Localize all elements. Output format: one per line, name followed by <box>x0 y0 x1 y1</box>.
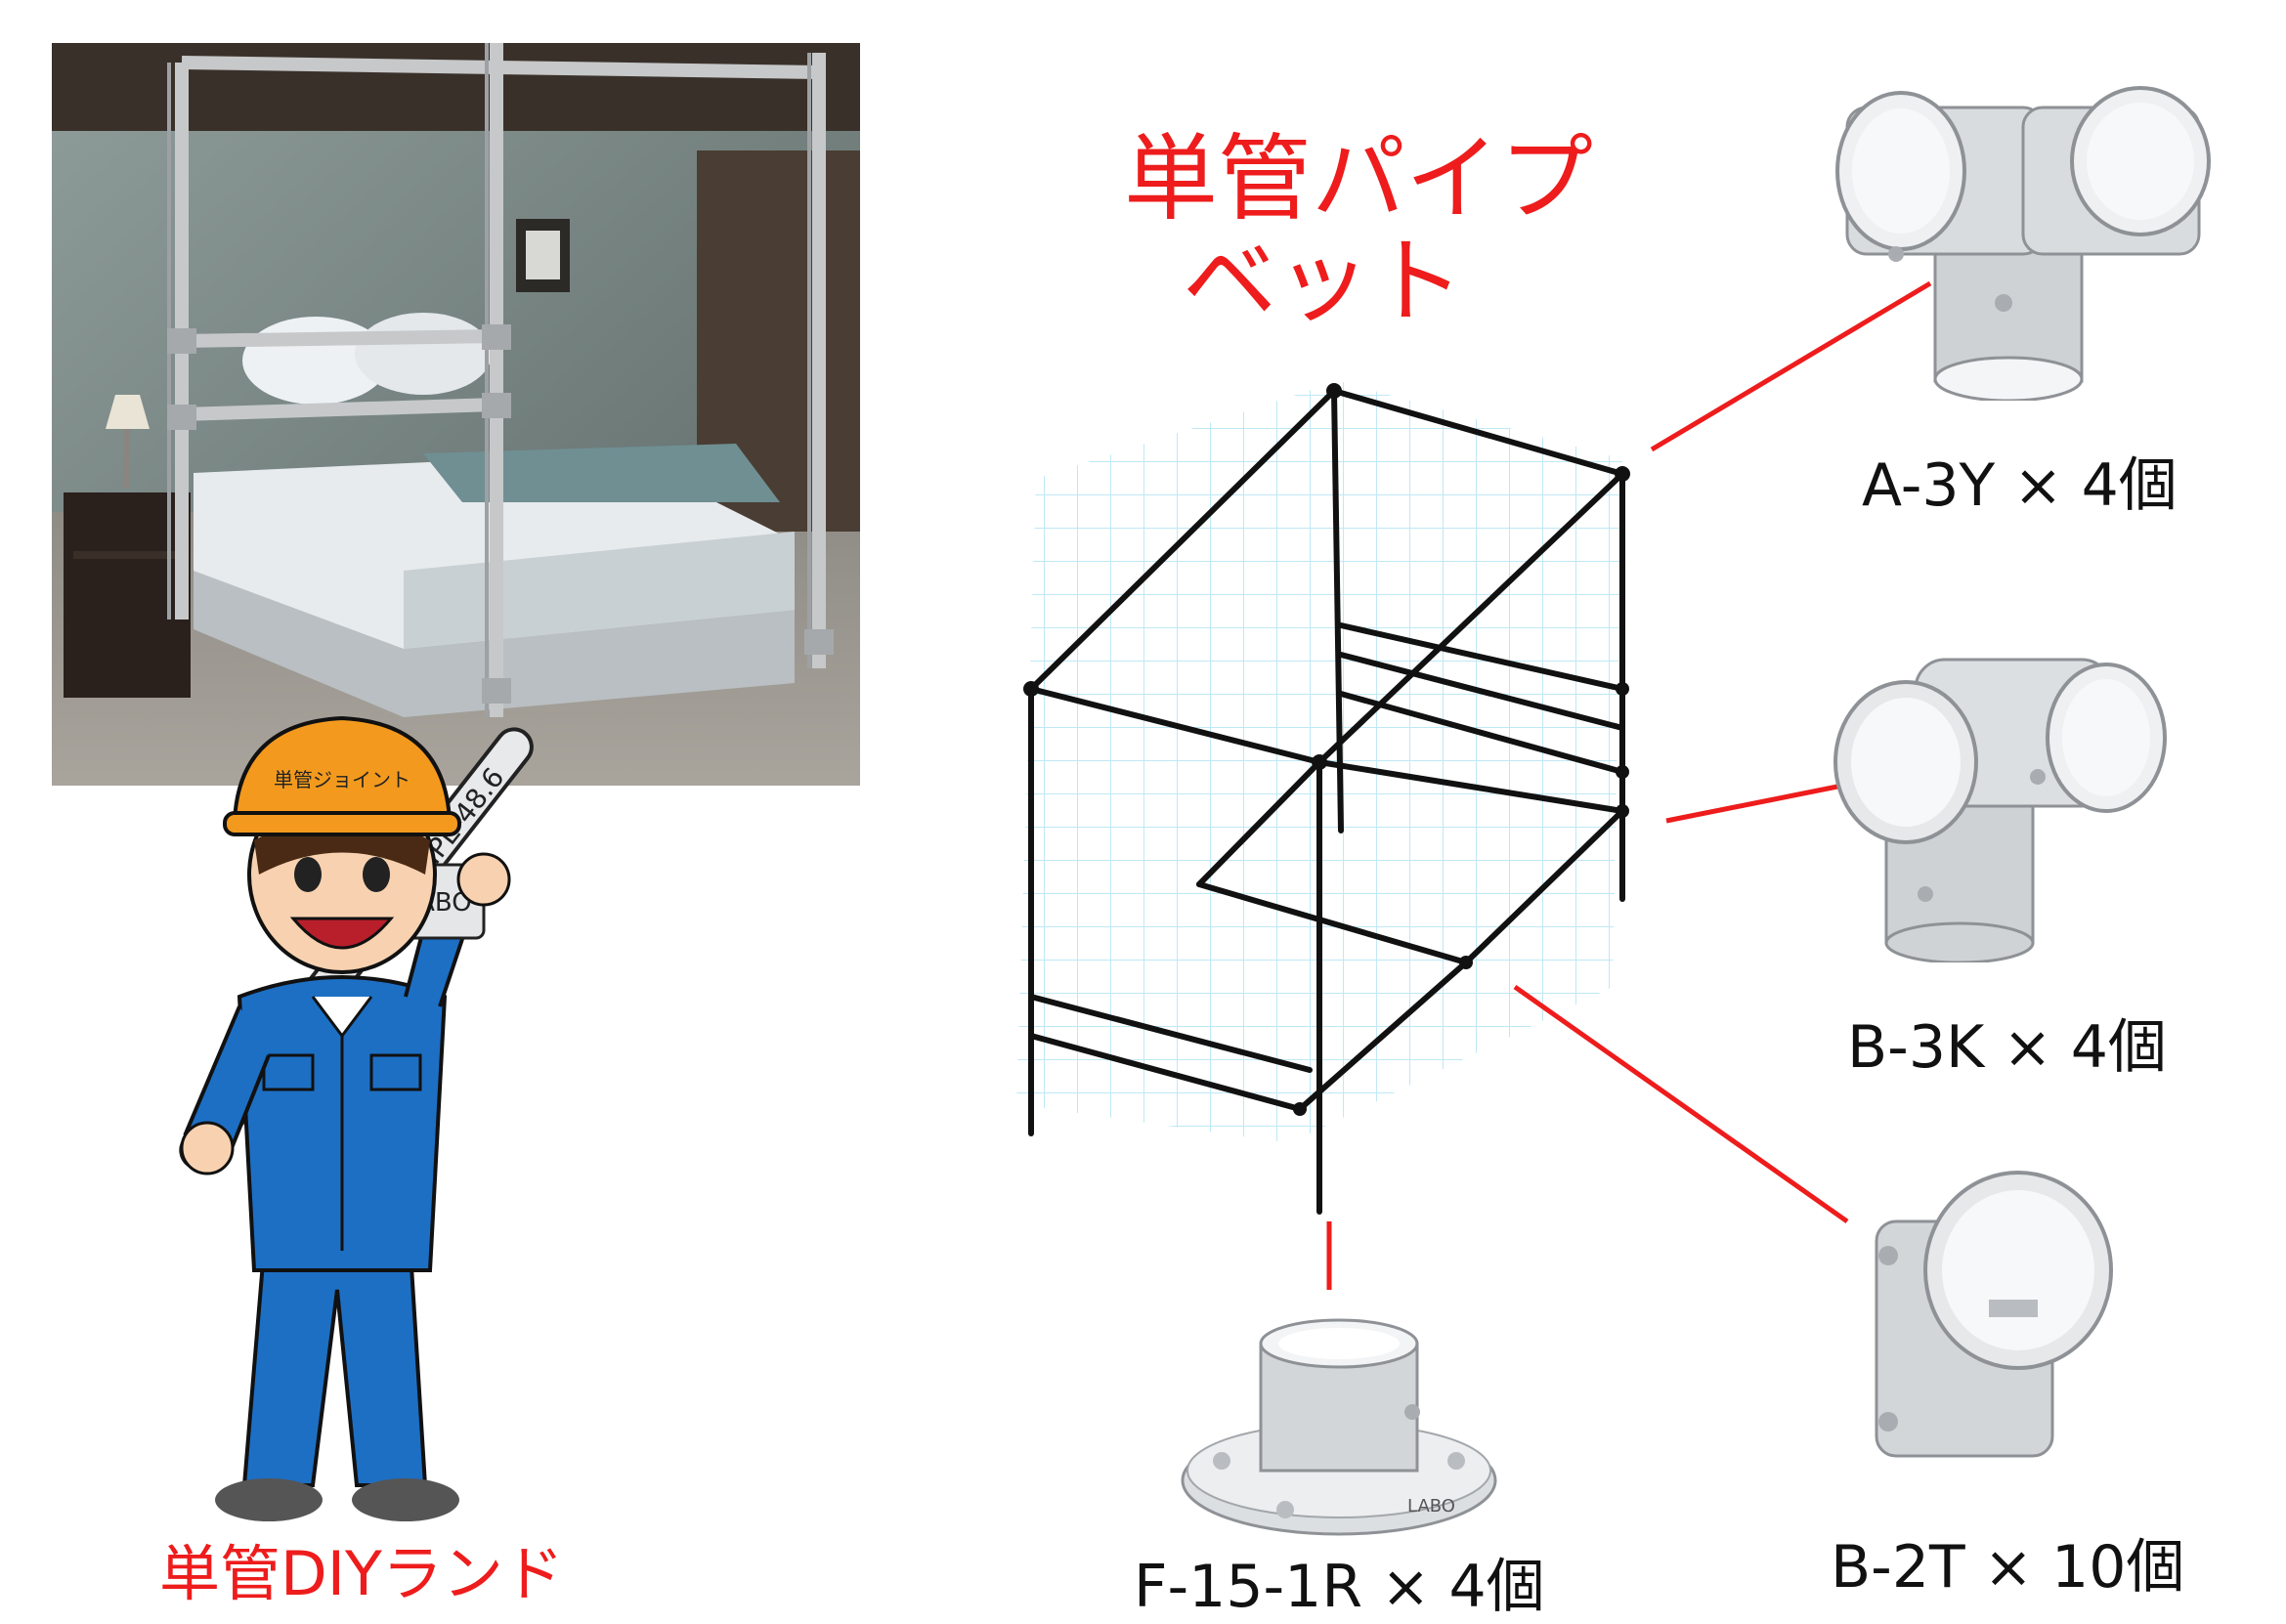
fitting-f151r-image: LABO <box>1181 1318 1497 1536</box>
bed-frame-sketch <box>1016 381 1630 1215</box>
brand-name: 単管DIYランド <box>159 1538 564 1609</box>
mascot-illustration: PIPE-48.6 LABO 単管ジョイント <box>179 715 534 1521</box>
part-label-f151r: F-15-1R × 4個 <box>1134 1553 1545 1621</box>
part-label-b2t: B-2T × 10個 <box>1831 1533 2185 1602</box>
leader-line-b2t <box>1513 984 1849 1224</box>
title-line-2: ベット <box>1183 227 1464 336</box>
title-line-1: 単管パイプ <box>1124 124 1593 234</box>
leader-line-b3k <box>1665 784 1838 824</box>
flange-text: LABO <box>1407 1496 1455 1517</box>
fitting-a3y-image <box>1835 86 2211 401</box>
helmet-text: 単管ジョイント <box>274 768 410 791</box>
bedroom-photo <box>52 43 860 786</box>
fitting-b2t-image <box>1875 1171 2113 1458</box>
fitting-b3k-image <box>1833 658 2167 962</box>
part-label-b3k: B-3K × 4個 <box>1847 1013 2167 1082</box>
leader-line-a3y <box>1650 280 1932 452</box>
part-label-a3y: A-3Y × 4個 <box>1862 451 2178 520</box>
